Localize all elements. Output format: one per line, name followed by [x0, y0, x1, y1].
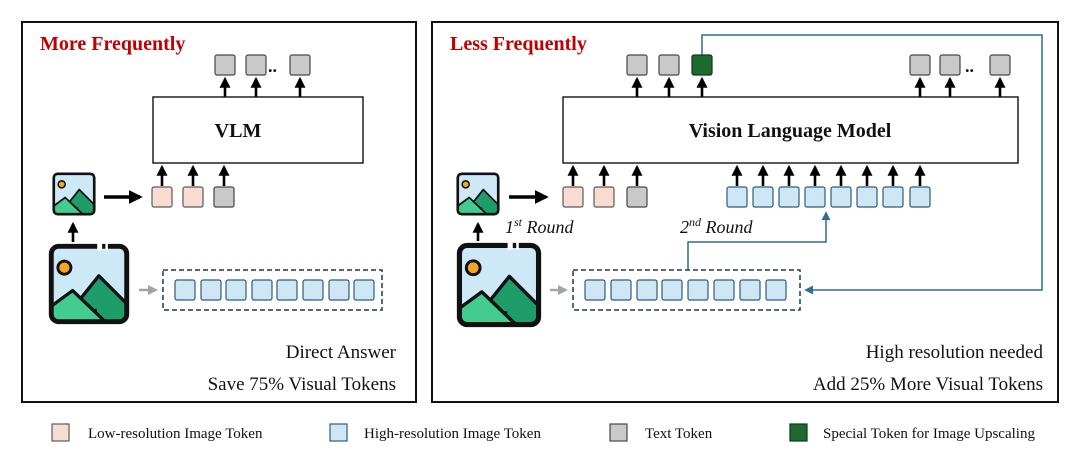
high-res-image-token: [353, 279, 375, 301]
right-panel-title: Less Frequently: [450, 33, 587, 55]
low-res-image-token: [562, 186, 584, 208]
second-round-connector: [687, 211, 831, 270]
left-result-line1: Direct Answer: [286, 342, 397, 363]
left-panel: More Frequently .. VLM: [21, 21, 417, 403]
left-panel-frame: [21, 21, 417, 403]
legend-swatch-low-res: [51, 423, 70, 442]
legend-item-special: Special Token for Image Upscaling: [789, 423, 1035, 442]
high-res-image-icon: [456, 242, 542, 328]
right-output-arrows: [631, 76, 1006, 97]
left-panel-title: More Frequently: [40, 33, 185, 55]
high-res-image-token: [661, 279, 683, 301]
low-res-image-token: [593, 186, 615, 208]
high-res-image-token: [778, 186, 800, 208]
vlm-model-label: VLM: [215, 120, 262, 142]
left-output-tokens: ..: [214, 54, 311, 76]
high-res-image-token: [174, 279, 196, 301]
legend-swatch-high-res: [329, 423, 348, 442]
legend-label-low-res: Low-resolution Image Token: [88, 426, 263, 442]
vision-language-model-box: [562, 96, 1019, 164]
high-res-image-token: [251, 279, 273, 301]
high-res-image-token: [302, 279, 324, 301]
legend-label-special: Special Token for Image Upscaling: [823, 426, 1035, 442]
high-res-image-token: [882, 186, 904, 208]
vlm-model-box: [152, 96, 364, 164]
round-ordinal-suffix: st: [514, 215, 523, 229]
high-res-image-token: [687, 279, 709, 301]
output-ellipsis: ..: [268, 56, 277, 76]
high-res-image-token: [584, 279, 606, 301]
round-number: 1: [505, 217, 514, 237]
high-res-image-token: [225, 279, 247, 301]
high-res-image-token: [610, 279, 632, 301]
high-res-image-token: [739, 279, 761, 301]
round-ordinal-suffix: nd: [689, 215, 702, 229]
high-res-image-token: [636, 279, 658, 301]
output-text-token: [909, 54, 931, 76]
output-text-token: [245, 54, 267, 76]
output-text-token: [289, 54, 311, 76]
high-res-image-token: [328, 279, 350, 301]
left-input-arrows: [156, 164, 230, 186]
right-output-tokens: ..: [626, 54, 1011, 76]
high-res-image-token: [276, 279, 298, 301]
left-input-tokens: [151, 186, 235, 208]
right-result-line1: High resolution needed: [866, 342, 1044, 363]
right-panel-frame: [431, 21, 1059, 403]
output-text-token: [658, 54, 680, 76]
right-input-tokens: [562, 186, 931, 208]
legend-swatch-special: [789, 423, 808, 442]
round-word: Round: [705, 217, 754, 237]
high-res-image-token: [726, 186, 748, 208]
low-res-image-icon: [52, 172, 96, 216]
low-res-image-token: [182, 186, 204, 208]
input-text-token: [626, 186, 648, 208]
legend-swatch-text: [609, 423, 628, 442]
high-res-image-token: [752, 186, 774, 208]
output-ellipsis: ..: [965, 56, 974, 76]
high-res-image-token: [856, 186, 878, 208]
high-res-image-token: [804, 186, 826, 208]
left-result-line2: Save 75% Visual Tokens: [208, 374, 396, 395]
output-text-token: [214, 54, 236, 76]
input-text-token: [213, 186, 235, 208]
legend-label-text: Text Token: [645, 426, 713, 442]
high-res-image-token: [713, 279, 735, 301]
legend-label-high-res: High-resolution Image Token: [364, 426, 541, 442]
round-word: Round: [526, 217, 575, 237]
right-result-line2: Add 25% More Visual Tokens: [813, 374, 1043, 395]
high-res-image-icon: [48, 243, 130, 325]
high-res-image-token: [830, 186, 852, 208]
high-res-image-token: [909, 186, 931, 208]
right-input-arrows: [567, 164, 926, 186]
right-high-res-tokens: [584, 279, 787, 301]
low-res-image-token: [151, 186, 173, 208]
low-res-image-icon: [456, 172, 500, 216]
legend-item-high-res: High-resolution Image Token: [329, 423, 541, 442]
output-text-token: [939, 54, 961, 76]
left-output-arrows: [219, 76, 306, 97]
high-res-image-token: [200, 279, 222, 301]
vision-language-model-label: Vision Language Model: [689, 120, 892, 142]
first-round-label: 1st Round: [505, 210, 575, 237]
output-text-token: [989, 54, 1011, 76]
legend-item-low-res: Low-resolution Image Token: [51, 423, 263, 442]
output-text-token: [626, 54, 648, 76]
second-round-label: 2nd Round: [680, 210, 753, 237]
left-high-res-tokens: [174, 279, 375, 301]
legend: Low-resolution Image Token High-resoluti…: [51, 423, 1035, 442]
high-res-image-token: [765, 279, 787, 301]
legend-item-text: Text Token: [609, 423, 713, 442]
right-panel: Less Frequently .. Vision Language Model: [431, 21, 1059, 403]
upscaling-feedback-line: [701, 34, 1043, 295]
round-number: 2: [680, 217, 689, 237]
upscaling-special-token: [691, 54, 713, 76]
